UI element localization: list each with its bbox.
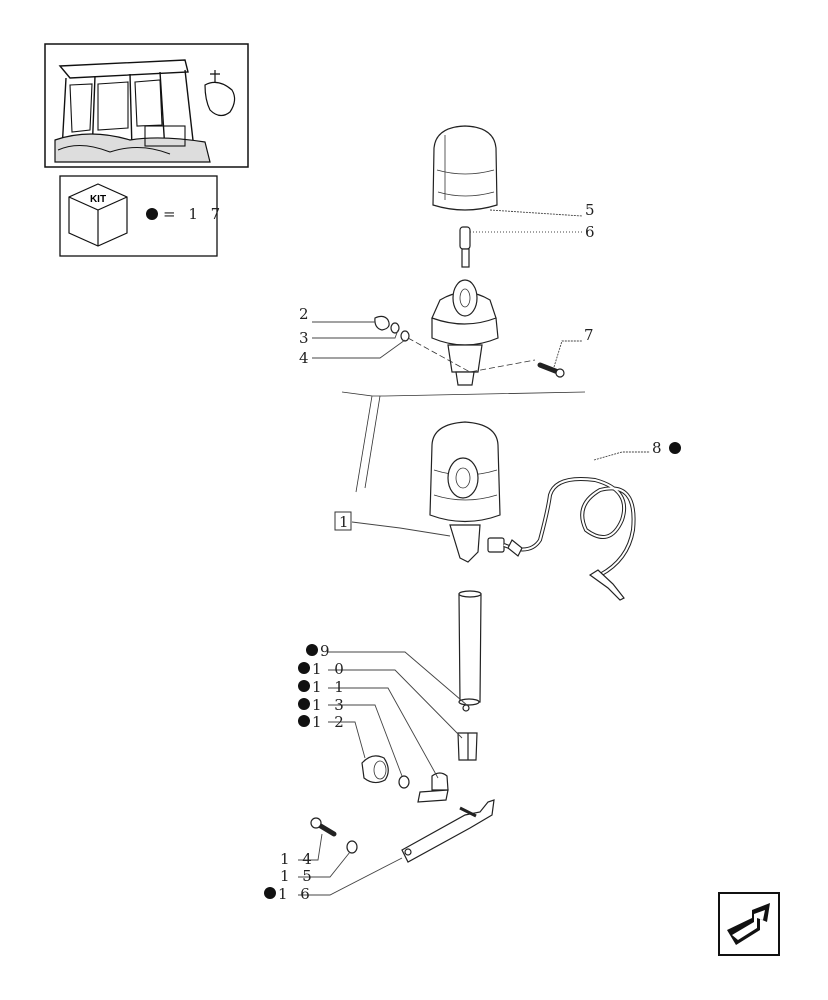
callout-3: 3 — [299, 329, 313, 347]
ring-part — [400, 330, 410, 342]
kit-bullet-icon — [298, 715, 310, 727]
callout-5: 5 — [585, 201, 599, 219]
callout-6: 6 — [585, 223, 599, 241]
callout-13: 1 3 — [312, 696, 348, 714]
complete-beacon-part — [429, 421, 505, 563]
kit-bullet-icon — [669, 442, 681, 454]
kit-equals-label: = 1 7 — [163, 205, 224, 223]
next-page-arrow-icon[interactable] — [718, 892, 780, 956]
washer-part — [390, 322, 400, 334]
callout-14: 1 4 — [280, 850, 316, 868]
clamp-part — [417, 772, 449, 803]
kit-cube-icon — [68, 183, 128, 247]
washer-15-part — [346, 840, 358, 854]
callout-10: 1 0 — [312, 660, 348, 678]
callout-12: 1 2 — [312, 713, 348, 731]
callout-15: 1 5 — [280, 867, 316, 885]
screw-part — [310, 817, 337, 837]
kit-label: KIT — [90, 194, 106, 205]
beacon-base-part — [431, 279, 499, 386]
callout-16: 1 6 — [278, 885, 314, 903]
o-ring-part — [398, 775, 410, 789]
rubber-bush-part — [361, 755, 389, 784]
mounting-pole-part — [458, 590, 482, 712]
kit-legend-box: KIT = 1 7 — [59, 175, 224, 257]
wing-nut-part — [374, 315, 390, 331]
kit-bullet-icon — [264, 887, 276, 899]
mounting-bracket-part — [401, 799, 495, 863]
bulb-part — [459, 226, 471, 268]
callout-2: 2 — [299, 305, 313, 323]
callout-1: 1 — [339, 513, 353, 531]
beacon-dome-part — [432, 125, 498, 211]
kit-bullet-icon — [306, 644, 318, 656]
power-cable-part — [503, 477, 636, 601]
kit-bullet-icon — [298, 698, 310, 710]
bolt-part — [537, 362, 565, 378]
callout-9: 9 — [320, 642, 334, 660]
tractor-cab-thumbnail — [44, 43, 249, 168]
callout-4: 4 — [299, 349, 313, 367]
callout-8: 8 — [652, 439, 666, 457]
sleeve-part — [457, 732, 478, 761]
kit-bullet-icon — [298, 662, 310, 674]
kit-bullet-icon — [146, 208, 158, 220]
callout-7: 7 — [584, 326, 598, 344]
kit-bullet-icon — [298, 680, 310, 692]
callout-11: 1 1 — [312, 678, 348, 696]
